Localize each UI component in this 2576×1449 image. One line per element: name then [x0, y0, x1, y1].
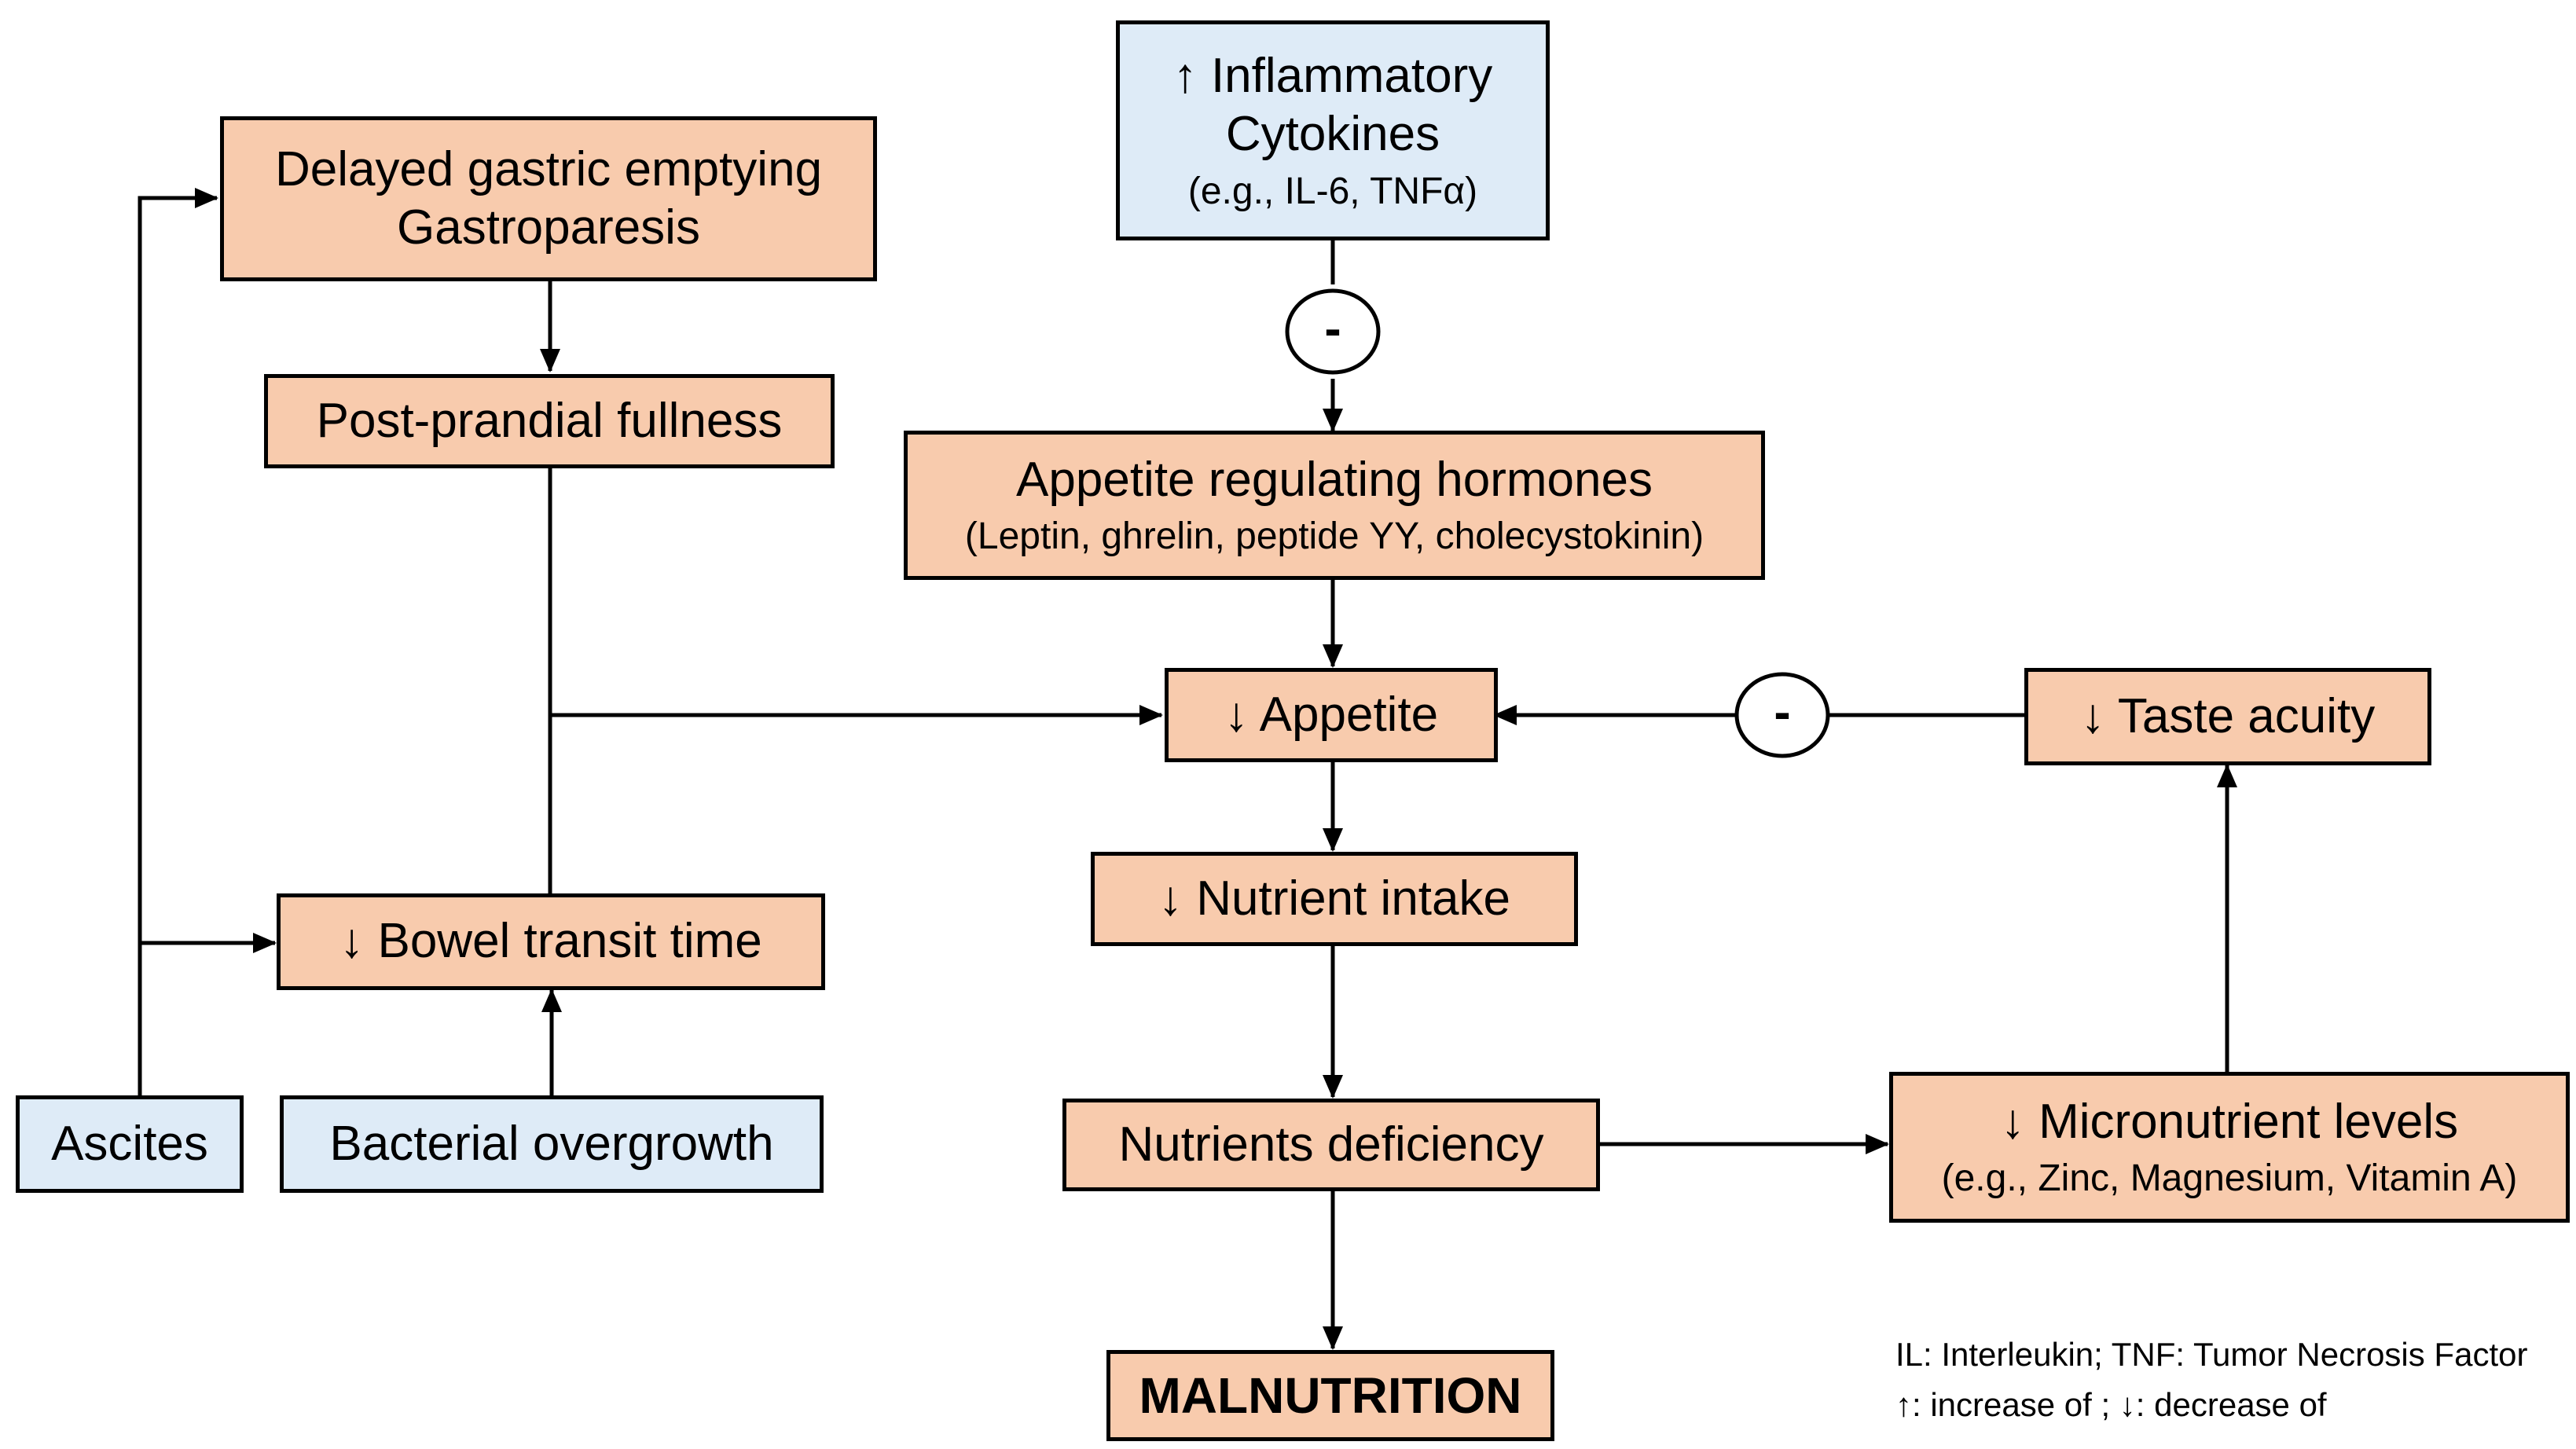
svg-text:-: -: [1324, 300, 1341, 357]
inhibition-symbol-cytokines: -: [1285, 288, 1381, 375]
node-inflammatory-cytokines-sub: (e.g., IL-6, TNFα): [1187, 170, 1478, 212]
node-micronutrient-levels: ↓ Micronutrient levels (e.g., Zinc, Magn…: [1889, 1072, 2570, 1223]
node-inflammatory-cytokines-line2: Cytokines: [1225, 107, 1440, 162]
node-appetite-label: ↓ Appetite: [1224, 687, 1439, 742]
node-bacterial-overgrowth: Bacterial overgrowth: [280, 1095, 824, 1193]
node-nutrients-deficiency: Nutrients deficiency: [1062, 1099, 1600, 1191]
node-appetite-hormones-sub: (Leptin, ghrelin, peptide YY, cholecysto…: [964, 515, 1704, 558]
node-postprandial-fullness-label: Post-prandial fullness: [316, 393, 783, 448]
node-malnutrition: MALNUTRITION: [1106, 1350, 1554, 1441]
node-inflammatory-cytokines: ↑ Inflammatory Cytokines (e.g., IL-6, TN…: [1116, 20, 1550, 240]
node-malnutrition-label: MALNUTRITION: [1139, 1366, 1522, 1424]
node-nutrients-deficiency-label: Nutrients deficiency: [1118, 1117, 1544, 1172]
node-ascites: Ascites: [16, 1095, 244, 1193]
node-appetite: ↓ Appetite: [1165, 668, 1498, 762]
node-micronutrient-levels-label: ↓ Micronutrient levels: [2000, 1095, 2459, 1149]
node-appetite-hormones-label: Appetite regulating hormones: [1016, 453, 1653, 507]
node-postprandial-fullness: Post-prandial fullness: [264, 374, 835, 468]
node-taste-acuity-label: ↓ Taste acuity: [2080, 688, 2376, 743]
node-appetite-hormones: Appetite regulating hormones (Leptin, gh…: [904, 431, 1765, 580]
node-inflammatory-cytokines-line1: ↑ Inflammatory: [1172, 48, 1493, 103]
legend-abbreviations: IL: Interleukin; TNF: Tumor Necrosis Fac…: [1895, 1336, 2528, 1373]
node-delayed-gastric-emptying-line1: Delayed gastric emptying: [274, 141, 823, 196]
node-taste-acuity: ↓ Taste acuity: [2024, 668, 2431, 765]
node-delayed-gastric-emptying-line2: Gastroparesis: [397, 200, 700, 255]
node-nutrient-intake-label: ↓ Nutrient intake: [1158, 871, 1510, 926]
node-bowel-transit-time: ↓ Bowel transit time: [277, 893, 825, 990]
node-delayed-gastric-emptying: Delayed gastric emptying Gastroparesis: [220, 116, 877, 281]
node-nutrient-intake: ↓ Nutrient intake: [1091, 852, 1578, 946]
inhibition-symbol-taste: -: [1734, 672, 1830, 758]
node-micronutrient-levels-sub: (e.g., Zinc, Magnesium, Vitamin A): [1941, 1157, 2518, 1200]
node-ascites-label: Ascites: [51, 1116, 208, 1171]
edge-ascites-to-gastric-emptying: [138, 188, 218, 1095]
svg-text:-: -: [1774, 684, 1790, 740]
legend-arrows: ↑: increase of ; ↓: decrease of: [1895, 1386, 2327, 1423]
node-bacterial-overgrowth-label: Bacterial overgrowth: [329, 1116, 774, 1171]
node-bowel-transit-time-label: ↓ Bowel transit time: [339, 914, 762, 969]
